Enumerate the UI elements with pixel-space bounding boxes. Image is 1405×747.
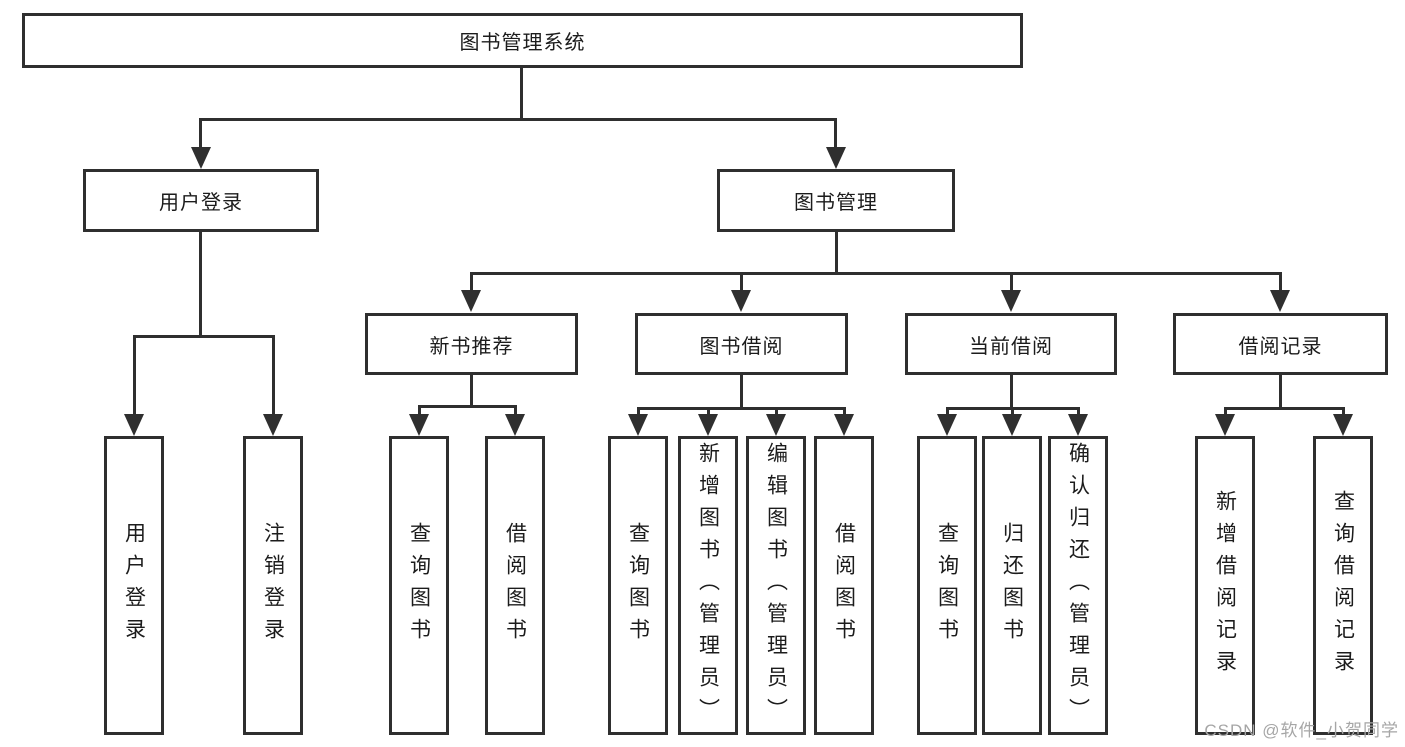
node-user-login: 用户登录 — [83, 169, 319, 232]
node-label: 用户登录 — [159, 192, 243, 214]
connector-line — [470, 375, 473, 405]
leaf-query-books-current: 查询图书 — [917, 436, 977, 735]
leaf-borrow-books: 借阅图书 — [814, 436, 874, 735]
connector-line — [1077, 407, 1080, 416]
connector-line — [199, 232, 202, 335]
node-label: 图书管理 — [794, 192, 878, 214]
connector-line — [1011, 407, 1014, 416]
connector-line — [133, 335, 275, 338]
connector-line — [740, 272, 743, 292]
connector-line — [418, 405, 517, 408]
connector-line — [514, 405, 517, 416]
leaf-borrow-books-recommend: 借阅图书 — [485, 436, 545, 735]
node-label: 查询图书 — [935, 521, 959, 650]
connector-line — [1279, 272, 1282, 292]
connector-line — [775, 407, 778, 416]
node-book-management: 图书管理 — [717, 169, 955, 232]
connector-line — [133, 335, 136, 416]
leaf-confirm-return-admin: 确认归还（管理员） — [1048, 436, 1108, 735]
leaf-query-books-borrow: 查询图书 — [608, 436, 668, 735]
connector-line — [470, 272, 473, 292]
arrow-down-icon — [1215, 414, 1235, 436]
arrow-down-icon — [263, 414, 283, 436]
node-label: 借阅记录 — [1238, 335, 1323, 358]
leaf-logout: 注销登录 — [243, 436, 303, 735]
arrow-down-icon — [826, 147, 846, 169]
connector-line — [637, 407, 846, 410]
connector-line — [470, 272, 1281, 275]
leaf-query-books-recommend: 查询图书 — [389, 436, 449, 735]
leaf-user-login: 用户登录 — [104, 436, 164, 735]
connector-line — [520, 68, 523, 118]
arrow-down-icon — [834, 414, 854, 436]
node-label: 新增借阅记录 — [1213, 489, 1237, 682]
node-label: 注销登录 — [261, 521, 285, 650]
node-current-borrowing: 当前借阅 — [905, 313, 1117, 375]
node-label: 借阅图书 — [503, 521, 527, 650]
leaf-add-books-admin: 新增图书（管理员） — [678, 436, 738, 735]
connector-line — [707, 407, 710, 416]
arrow-down-icon — [409, 414, 429, 436]
arrow-down-icon — [461, 290, 481, 312]
connector-line — [1224, 407, 1227, 416]
leaf-add-borrow-record: 新增借阅记录 — [1195, 436, 1255, 735]
arrow-down-icon — [937, 414, 957, 436]
watermark: CSDN @软件_小贺同学 — [1204, 721, 1399, 740]
arrow-down-icon — [191, 147, 211, 169]
connector-line — [1010, 375, 1013, 407]
connector-line — [272, 335, 275, 416]
node-label: 当前借阅 — [969, 335, 1053, 358]
arrow-down-icon — [1001, 290, 1021, 312]
leaf-return-books: 归还图书 — [982, 436, 1042, 735]
connector-line — [1010, 272, 1013, 292]
node-label: 归还图书 — [1000, 521, 1024, 650]
arrow-down-icon — [698, 414, 718, 436]
node-label: 图书管理系统 — [459, 32, 586, 54]
connector-line — [740, 375, 743, 407]
arrow-down-icon — [731, 290, 751, 312]
node-library-management-system: 图书管理系统 — [22, 13, 1023, 68]
arrow-down-icon — [1068, 414, 1088, 436]
node-label: 查询图书 — [626, 521, 650, 650]
arrow-down-icon — [766, 414, 786, 436]
node-new-book-recommendation: 新书推荐 — [365, 313, 578, 375]
arrow-down-icon — [1002, 414, 1022, 436]
connector-line — [835, 232, 838, 272]
node-label: 新增图书（管理员） — [696, 441, 720, 730]
connector-line — [1342, 407, 1345, 416]
connector-line — [843, 407, 846, 416]
arrow-down-icon — [628, 414, 648, 436]
node-book-borrowing: 图书借阅 — [635, 313, 848, 375]
connector-line — [199, 118, 837, 121]
node-label: 确认归还（管理员） — [1066, 441, 1090, 730]
node-label: 查询图书 — [407, 521, 431, 650]
connector-line — [946, 407, 949, 416]
leaf-edit-books-admin: 编辑图书（管理员） — [746, 436, 806, 735]
arrow-down-icon — [505, 414, 525, 436]
arrow-down-icon — [1270, 290, 1290, 312]
node-label: 新书推荐 — [429, 335, 514, 358]
connector-line — [834, 118, 837, 148]
connector-line — [199, 118, 202, 148]
node-label: 编辑图书（管理员） — [764, 441, 788, 730]
arrow-down-icon — [1333, 414, 1353, 436]
node-borrowing-records: 借阅记录 — [1173, 313, 1388, 375]
leaf-query-borrow-record: 查询借阅记录 — [1313, 436, 1373, 735]
arrow-down-icon — [124, 414, 144, 436]
node-label: 用户登录 — [122, 521, 146, 650]
node-label: 借阅图书 — [832, 521, 856, 650]
connector-line — [1224, 407, 1344, 410]
connector-line — [418, 405, 421, 416]
node-label: 查询借阅记录 — [1331, 489, 1355, 682]
connector-line — [637, 407, 640, 416]
connector-line — [1279, 375, 1282, 407]
node-label: 图书借阅 — [699, 335, 784, 358]
